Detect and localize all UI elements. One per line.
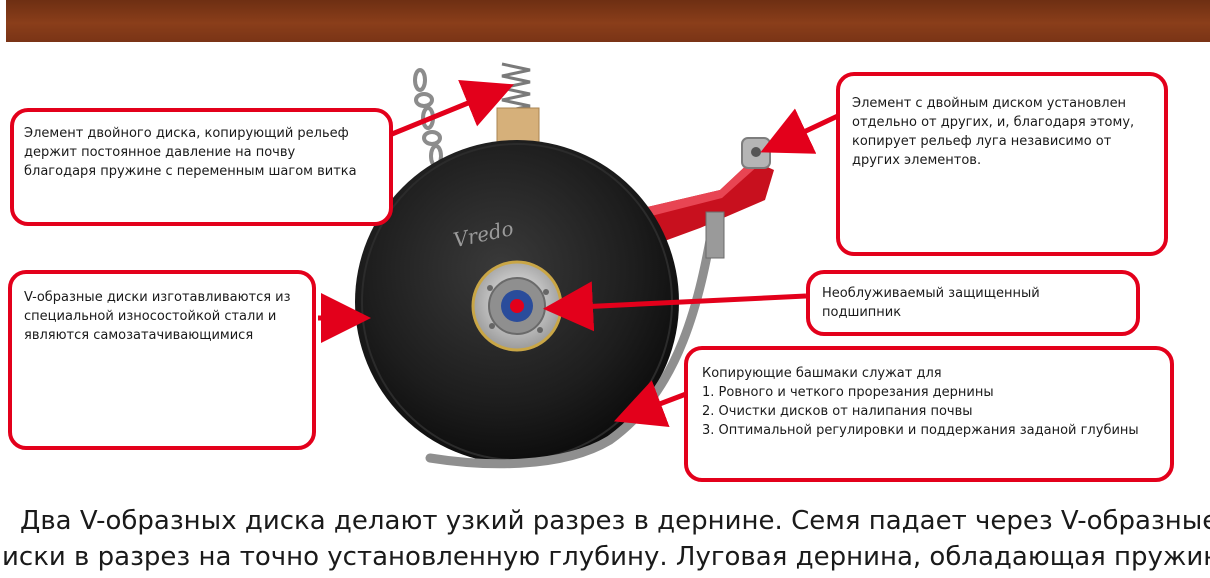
callout-text-line: являются самозатачивающимися (24, 328, 254, 343)
arrow-bearing (543, 281, 807, 332)
arrow-independent (760, 108, 844, 154)
callout-bearing: Необлуживаемый защищенный подшипник (806, 270, 1140, 336)
seeder-illustration: Vredo (318, 62, 844, 469)
callout-text-line: копирует рельеф луга независимо от (852, 134, 1112, 149)
callout-depth-shoes: Копирующие башмаки служат для 1. Ровного… (684, 346, 1174, 482)
callout-spring-pressure: Элемент двойного диска, копирующий релье… (10, 108, 393, 226)
arrow-spring (391, 80, 514, 137)
callout-text-line: 1. Ровного и четкого прорезания дернины (702, 385, 994, 400)
callout-text-line: подшипник (822, 305, 902, 320)
callout-text-line: держит постоянное давление на почву (24, 145, 296, 160)
caption-line: Два V-образных диска делают узкий разрез… (20, 506, 1210, 536)
callout-text-line: отдельно от других, и, благодаря этому, (852, 115, 1135, 130)
left-margin (0, 0, 6, 578)
arrow-shoes (613, 380, 687, 427)
callout-text-line: специальной износостойкой стали и (24, 309, 277, 324)
callout-text-line: 2. Очистки дисков от налипания почвы (702, 404, 973, 419)
caption-line: иски в разрез на точно установленную глу… (2, 542, 1210, 572)
callout-independent-mount: Элемент с двойным диском установлен отде… (836, 72, 1168, 256)
callout-text-line: V-образные диски изготавливаются из (24, 290, 291, 305)
callout-steel-discs: V-образные диски изготавливаются из спец… (8, 270, 316, 450)
caption-paragraph: Два V-образных диска делают узкий разрез… (0, 503, 1210, 575)
depth-shoe (425, 213, 719, 469)
callout-text-line: 3. Оптимальной регулировки и поддержания… (702, 423, 1139, 438)
callout-text-line: других элементов. (852, 153, 982, 168)
callout-text-line: Элемент двойного диска, копирующий релье… (24, 126, 349, 141)
callout-text-line: Необлуживаемый защищенный (822, 286, 1040, 301)
callout-arrows (318, 80, 844, 427)
bearing-hub (471, 260, 563, 352)
callout-text-line: Элемент с двойным диском установлен (852, 96, 1127, 111)
callout-text-line: Копирующие башмаки служат для (702, 366, 942, 381)
callout-text-line: благодаря пружине с переменным шагом вит… (24, 164, 357, 179)
top-banner (6, 0, 1210, 42)
spring-icon (501, 62, 531, 114)
